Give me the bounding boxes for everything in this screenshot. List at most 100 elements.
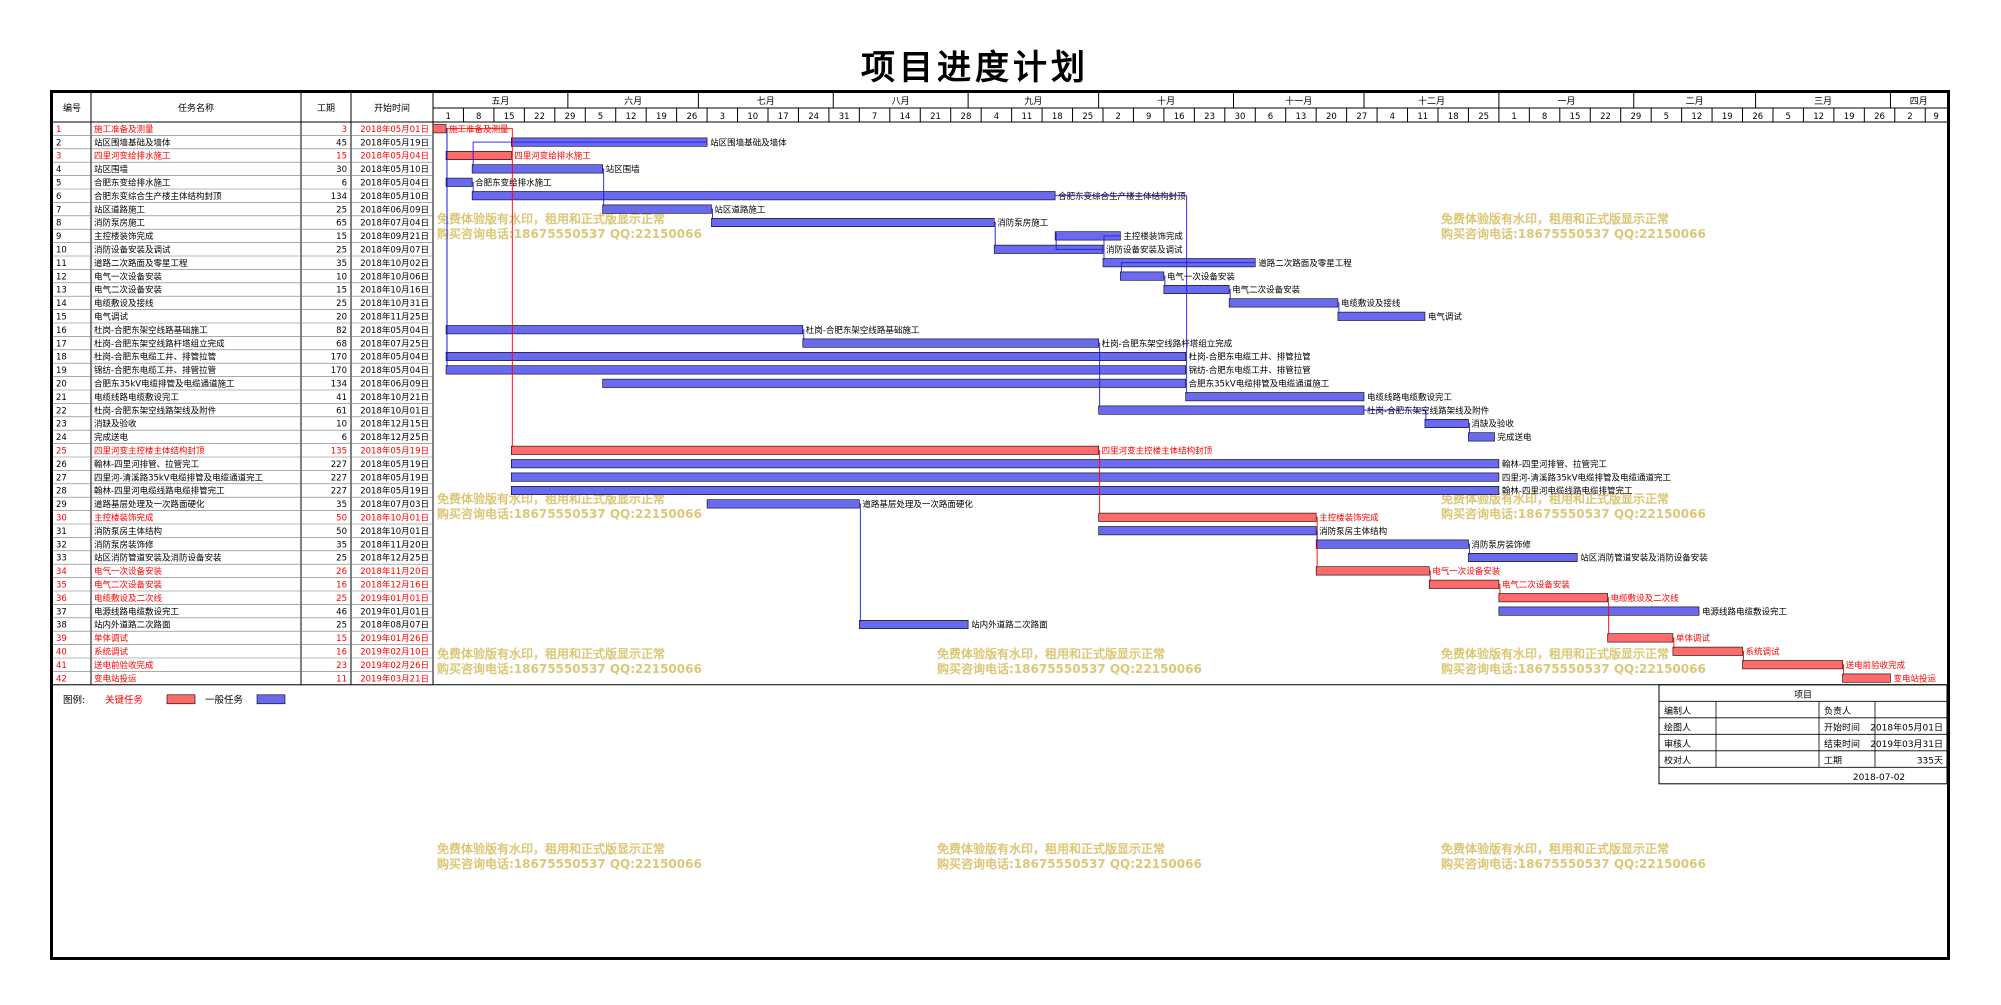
task-id: 20	[56, 380, 67, 390]
task-start: 2018年10月16日	[360, 285, 429, 296]
task-bar-label: 道路二次路面及零星工程	[1258, 258, 1352, 269]
week-label: 20	[1326, 112, 1337, 122]
task-id: 32	[56, 540, 67, 550]
task-bar-label: 合肥东变给排水施工	[475, 178, 552, 189]
task-name: 完成送电	[94, 432, 129, 443]
month-label: 十二月	[1418, 95, 1445, 107]
task-bar	[445, 365, 1186, 375]
task-name: 站区围墙	[94, 164, 129, 175]
task-start: 2018年05月10日	[360, 191, 429, 202]
task-start: 2018年10月01日	[360, 526, 429, 537]
task-id: 15	[56, 313, 67, 323]
task-bar-label: 道路基层处理及一次路面硬化	[862, 499, 973, 510]
critical-task-bar	[1742, 660, 1843, 670]
watermark-line2: 购买咨询电话:18675550537 QQ:22150066	[437, 856, 702, 871]
task-duration: 35	[336, 540, 347, 550]
task-id: 29	[56, 500, 67, 510]
month-label: 六月	[624, 95, 642, 107]
task-duration: 65	[336, 219, 347, 229]
task-bar-label: 主控楼装饰完成	[1319, 513, 1379, 524]
task-name: 杜岗-合肥东架空线路架线及附件	[94, 405, 217, 416]
info-date: 2018-07-02	[1853, 773, 1905, 783]
task-duration: 46	[336, 607, 347, 617]
task-duration: 50	[336, 527, 347, 537]
critical-task-bar	[445, 150, 512, 160]
week-label: 4	[994, 112, 999, 122]
week-label: 30	[1235, 112, 1246, 122]
task-duration: 23	[336, 661, 347, 671]
info-label: 开始时间	[1824, 721, 1860, 733]
task-duration: 10	[336, 272, 347, 282]
header-name: 任务名称	[178, 102, 214, 114]
task-start: 2018年05月19日	[360, 137, 429, 148]
dependency-link	[1607, 597, 1610, 635]
task-id: 6	[56, 192, 61, 202]
week-label: 15	[504, 112, 515, 122]
task-id: 10	[56, 246, 67, 256]
info-label: 审核人	[1664, 738, 1691, 750]
task-id: 4	[56, 165, 61, 175]
watermark-line1: 免费体验版有水印，租用和正式版显示正常	[437, 646, 665, 661]
week-label: 28	[961, 112, 972, 122]
task-bar-label: 杜岗-合肥东架空线路杆塔组立完成	[1102, 338, 1233, 349]
dependency-link	[602, 168, 605, 207]
task-bar-label: 翰林-四里河排管、拉管完工	[1502, 459, 1608, 470]
week-label: 29	[565, 112, 576, 122]
task-bar	[471, 191, 1056, 201]
task-duration: 30	[336, 165, 347, 175]
task-name: 电气调试	[94, 312, 129, 323]
task-bar-label: 消缺及验收	[1471, 419, 1514, 430]
task-id: 13	[56, 286, 67, 296]
week-label: 25	[1478, 112, 1489, 122]
task-bar-label: 电缆线路电缆敷设完工	[1367, 392, 1453, 403]
watermark-line2: 购买咨询电话:18675550537 QQ:22150066	[937, 856, 1202, 871]
task-start: 2018年05月04日	[360, 325, 429, 336]
task-start: 2018年06月09日	[360, 204, 429, 215]
week-label: 5	[1785, 112, 1790, 122]
task-name: 站区消防管道安装及消防设备安装	[94, 553, 222, 564]
task-start: 2019年01月01日	[360, 593, 429, 604]
header-start: 开始时间	[374, 102, 410, 114]
dependency-link	[1468, 423, 1470, 434]
week-label: 2	[1116, 112, 1121, 122]
task-id: 30	[56, 514, 67, 524]
task-id: 35	[56, 581, 67, 591]
task-bar	[1120, 271, 1165, 281]
month-label: 三月	[1814, 96, 1832, 107]
critical-task-bar	[1498, 593, 1608, 603]
task-duration: 26	[336, 567, 347, 577]
task-duration: 35	[336, 500, 347, 510]
dependency-link	[1229, 289, 1231, 300]
task-bar-label: 杜岗-合肥东电缆工井、排管拉管	[1189, 352, 1311, 363]
task-name: 电气二次设备安装	[94, 580, 163, 591]
dependency-link	[1055, 195, 1188, 394]
dependency-link	[1055, 232, 1103, 250]
task-start: 2018年12月25日	[360, 553, 429, 564]
info-label: 校对人	[1664, 754, 1691, 766]
legend-critical-swatch	[166, 694, 196, 705]
month-label: 十月	[1157, 95, 1175, 107]
task-id: 27	[56, 473, 67, 483]
task-id: 41	[56, 661, 67, 671]
critical-task-bar	[1098, 512, 1317, 522]
week-label: 12	[626, 112, 637, 122]
task-name: 锦纺-合肥东电缆工井、排管拉管	[94, 365, 216, 376]
task-duration: 25	[336, 621, 347, 631]
task-name: 合肥东变综合生产楼主体结构封顶	[94, 191, 222, 202]
critical-task-bar	[1842, 673, 1891, 683]
task-name: 翰林-四里河电缆线路电缆排管完工	[94, 486, 225, 497]
task-duration: 25	[336, 246, 347, 256]
task-id: 14	[56, 299, 67, 309]
task-id: 2	[56, 138, 61, 148]
task-name: 电缆线路电缆敷设完工	[94, 392, 180, 403]
task-bar	[1098, 405, 1365, 415]
info-label: 编制人	[1664, 705, 1691, 717]
watermark-line2: 购买咨询电话:18675550537 QQ:22150066	[1441, 856, 1706, 871]
task-name: 变电站投运	[94, 673, 137, 684]
week-label: 25	[1082, 112, 1093, 122]
task-start: 2019年01月01日	[360, 606, 429, 617]
task-bar	[511, 472, 1500, 482]
task-bar-label: 站内外道路二次路面	[971, 620, 1048, 631]
task-start: 2018年12月15日	[360, 419, 429, 430]
task-start: 2019年03月21日	[360, 673, 429, 684]
